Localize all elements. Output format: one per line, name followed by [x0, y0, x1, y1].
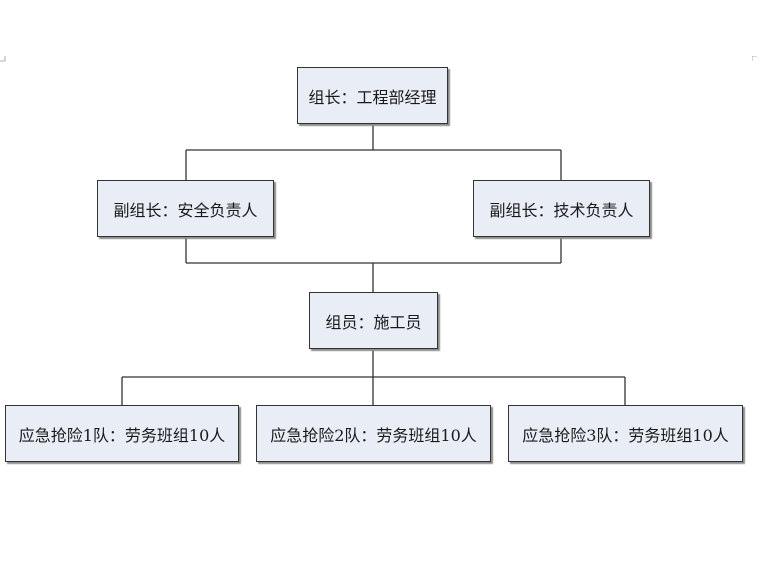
node-deputy-technical-label: 副组长：技术负责人 [489, 200, 634, 220]
node-leader: 组长：工程部经理 [297, 67, 448, 124]
node-team-1: 应急抢险1队：劳务班组10人 [5, 405, 239, 462]
node-team-3: 应急抢险3队：劳务班组10人 [508, 405, 743, 462]
node-member-label: 组员：施工员 [325, 312, 422, 332]
crop-mark-left [0, 56, 6, 62]
node-team-2: 应急抢险2队：劳务班组10人 [256, 405, 491, 462]
node-deputy-safety: 副组长：安全负责人 [97, 180, 274, 237]
node-team-3-label: 应急抢险3队：劳务班组10人 [522, 425, 729, 445]
node-team-2-label: 应急抢险2队：劳务班组10人 [270, 425, 477, 445]
node-deputy-safety-label: 副组长：安全负责人 [113, 200, 258, 220]
node-deputy-technical: 副组长：技术负责人 [473, 180, 650, 237]
crop-mark-right [752, 56, 757, 61]
node-leader-label: 组长：工程部经理 [308, 87, 437, 107]
node-team-1-label: 应急抢险1队：劳务班组10人 [18, 425, 226, 445]
node-member: 组员：施工员 [309, 292, 438, 349]
